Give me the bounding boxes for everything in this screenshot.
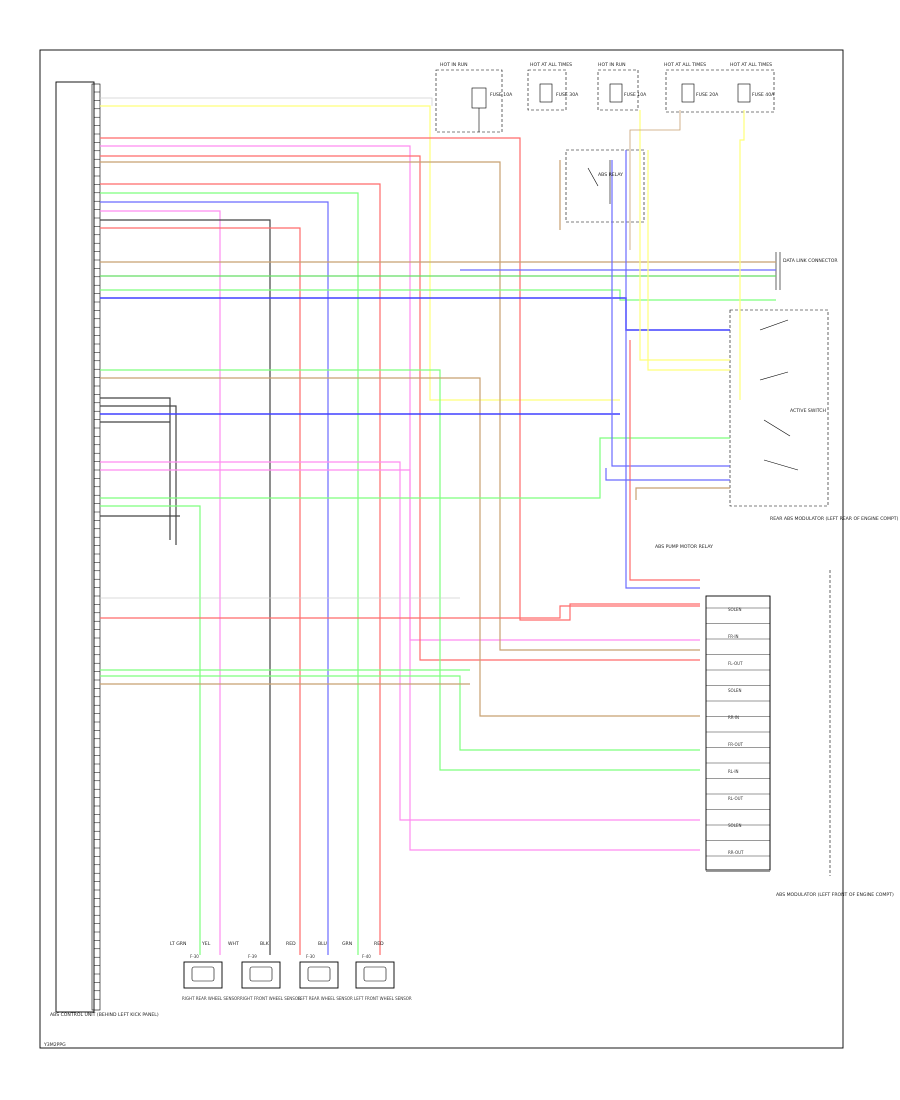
- wires: [100, 97, 776, 955]
- sensor-connector: F-30: [190, 954, 199, 959]
- sensor-wire-b: BLK: [260, 941, 270, 947]
- rear-unit-label: REAR ABS MODULATOR (LEFT REAR OF ENGINE …: [770, 516, 899, 522]
- sensor-label: LEFT FRONT WHEEL SENSOR: [354, 996, 412, 1001]
- wire-segment: [100, 505, 201, 955]
- modulator-label: ABS MODULATOR (LEFT FRONT OF ENGINE COMP…: [776, 892, 894, 898]
- wire-segment: [635, 487, 730, 500]
- mod-pin-label: SOLEN: [728, 823, 741, 828]
- wire-segment: [611, 160, 730, 467]
- wire-segment: [100, 397, 171, 540]
- sensor-wire-a: RED: [286, 941, 296, 947]
- mod-pin-label: RR-IN: [728, 715, 739, 720]
- fuse-box-3: [597, 69, 639, 111]
- fuse-4-rating: FUSE 20A: [696, 92, 719, 98]
- abs-control-unit: [55, 81, 95, 1013]
- sensor-label: LEFT REAR WHEEL SENSOR: [298, 996, 353, 1001]
- wire-segment: [100, 289, 776, 301]
- wire-segment: [100, 145, 700, 641]
- wheel-sensor: [241, 961, 281, 989]
- mod-pin-label: FL-OUT: [728, 661, 743, 666]
- wheel-sensor: [183, 961, 223, 989]
- wire-segment: [100, 192, 359, 955]
- wire-segment: [100, 297, 730, 331]
- data-link-label: DATA LINK CONNECTOR: [783, 258, 838, 264]
- sensor-connector: F-39: [248, 954, 257, 959]
- sensor-connector: F-30: [306, 954, 315, 959]
- wire-segment: [100, 183, 381, 955]
- wire-segment: [100, 105, 620, 401]
- wire-segment: [100, 437, 730, 499]
- wire-segment: [629, 110, 681, 250]
- wire-segment: [100, 405, 177, 545]
- wire-segment: [100, 210, 221, 955]
- fuse-3-rating: FUSE 10A: [624, 92, 647, 98]
- sensor-label: RIGHT FRONT WHEEL SENSOR: [240, 996, 301, 1001]
- modulator-connector: SOLEN FR-IN FL-OUT SOLEN RR-IN FR-OUT RL-IN RL-…: [705, 595, 771, 872]
- fuse-2-rating: FUSE 30A: [556, 92, 579, 98]
- mod-pin-label: RL-IN: [728, 769, 739, 774]
- mod-pin-label: FR-OUT: [728, 742, 744, 747]
- wheel-sensor: [355, 961, 395, 989]
- wire-segment: [100, 155, 700, 661]
- abs-unit-pin-strip: [91, 83, 101, 1011]
- fuse-2-label: HOT AT ALL TIMES: [530, 62, 572, 68]
- wire-segment: [739, 110, 745, 400]
- wire-segment: [100, 97, 433, 106]
- sensor-wire-b: YEL: [201, 941, 211, 947]
- wire-segment: [100, 605, 700, 619]
- abs-unit-label: ABS CONTROL UNIT (BEHIND LEFT KICK PANEL…: [50, 1012, 159, 1018]
- fuse-5-label: HOT AT ALL TIMES: [730, 62, 772, 68]
- fuse-box-4: [665, 69, 775, 113]
- wire-segment: [605, 468, 730, 481]
- fuse-box-2: [527, 69, 567, 111]
- diagram-frame: [39, 49, 844, 1049]
- fuse-4-label: HOT AT ALL TIMES: [664, 62, 706, 68]
- wire-segment: [100, 469, 700, 851]
- sensor-wire-a: LT GRN: [170, 941, 186, 947]
- mod-pin-label: RL-OUT: [728, 796, 744, 801]
- mod-pin-label: SOLEN: [728, 688, 741, 693]
- sensor-wire-a: WHT: [228, 941, 239, 947]
- frame-label: Y3M2PPG: [43, 1042, 66, 1048]
- wire-segment: [647, 150, 730, 371]
- wire-segment: [639, 110, 730, 361]
- wire-segment: [100, 201, 329, 955]
- fuse-1-rating: FUSE 10A: [490, 92, 513, 98]
- pump-label: ABS PUMP MOTOR RELAY: [655, 544, 713, 550]
- data-link-connector: [775, 252, 781, 290]
- wheel-sensors: [183, 961, 395, 989]
- sensor-wire-a: GRN: [342, 941, 352, 947]
- wire-segment: [100, 219, 271, 955]
- abs-unit-pins: [94, 91, 100, 1000]
- wire-segment: [100, 161, 700, 651]
- sensor-label: RIGHT REAR WHEEL SENSOR: [182, 996, 240, 1001]
- mod-pin-label: FR-IN: [728, 634, 739, 639]
- wheel-sensor: [299, 961, 339, 989]
- fuse-box-1: [435, 69, 503, 133]
- mod-pin-label: SOLEN: [728, 607, 741, 612]
- sensor-connector: F-40: [362, 954, 371, 959]
- wire-segment: [100, 675, 700, 751]
- mod-pin-label: RR-OUT: [728, 850, 744, 855]
- wire-segment: [100, 227, 301, 955]
- wire-segment: [625, 150, 700, 589]
- wire-segment: [100, 369, 700, 771]
- wire-segment: [100, 377, 700, 717]
- switch-label: ACTIVE SWITCH: [790, 408, 826, 414]
- wire-segment: [629, 340, 700, 581]
- relay-label: ABS RELAY: [598, 172, 623, 178]
- wire-segment: [100, 137, 700, 621]
- wire-segment: [100, 461, 700, 821]
- fuse-5-rating: FUSE 40A: [752, 92, 775, 98]
- fuse-1-label: HOT IN RUN: [440, 62, 468, 68]
- switch-block: [729, 309, 829, 507]
- sensor-wire-b: BLU: [318, 941, 327, 947]
- fuse-3-label: HOT IN RUN: [598, 62, 626, 68]
- relay-block: [565, 149, 645, 223]
- sensor-wire-b: RED: [374, 941, 384, 947]
